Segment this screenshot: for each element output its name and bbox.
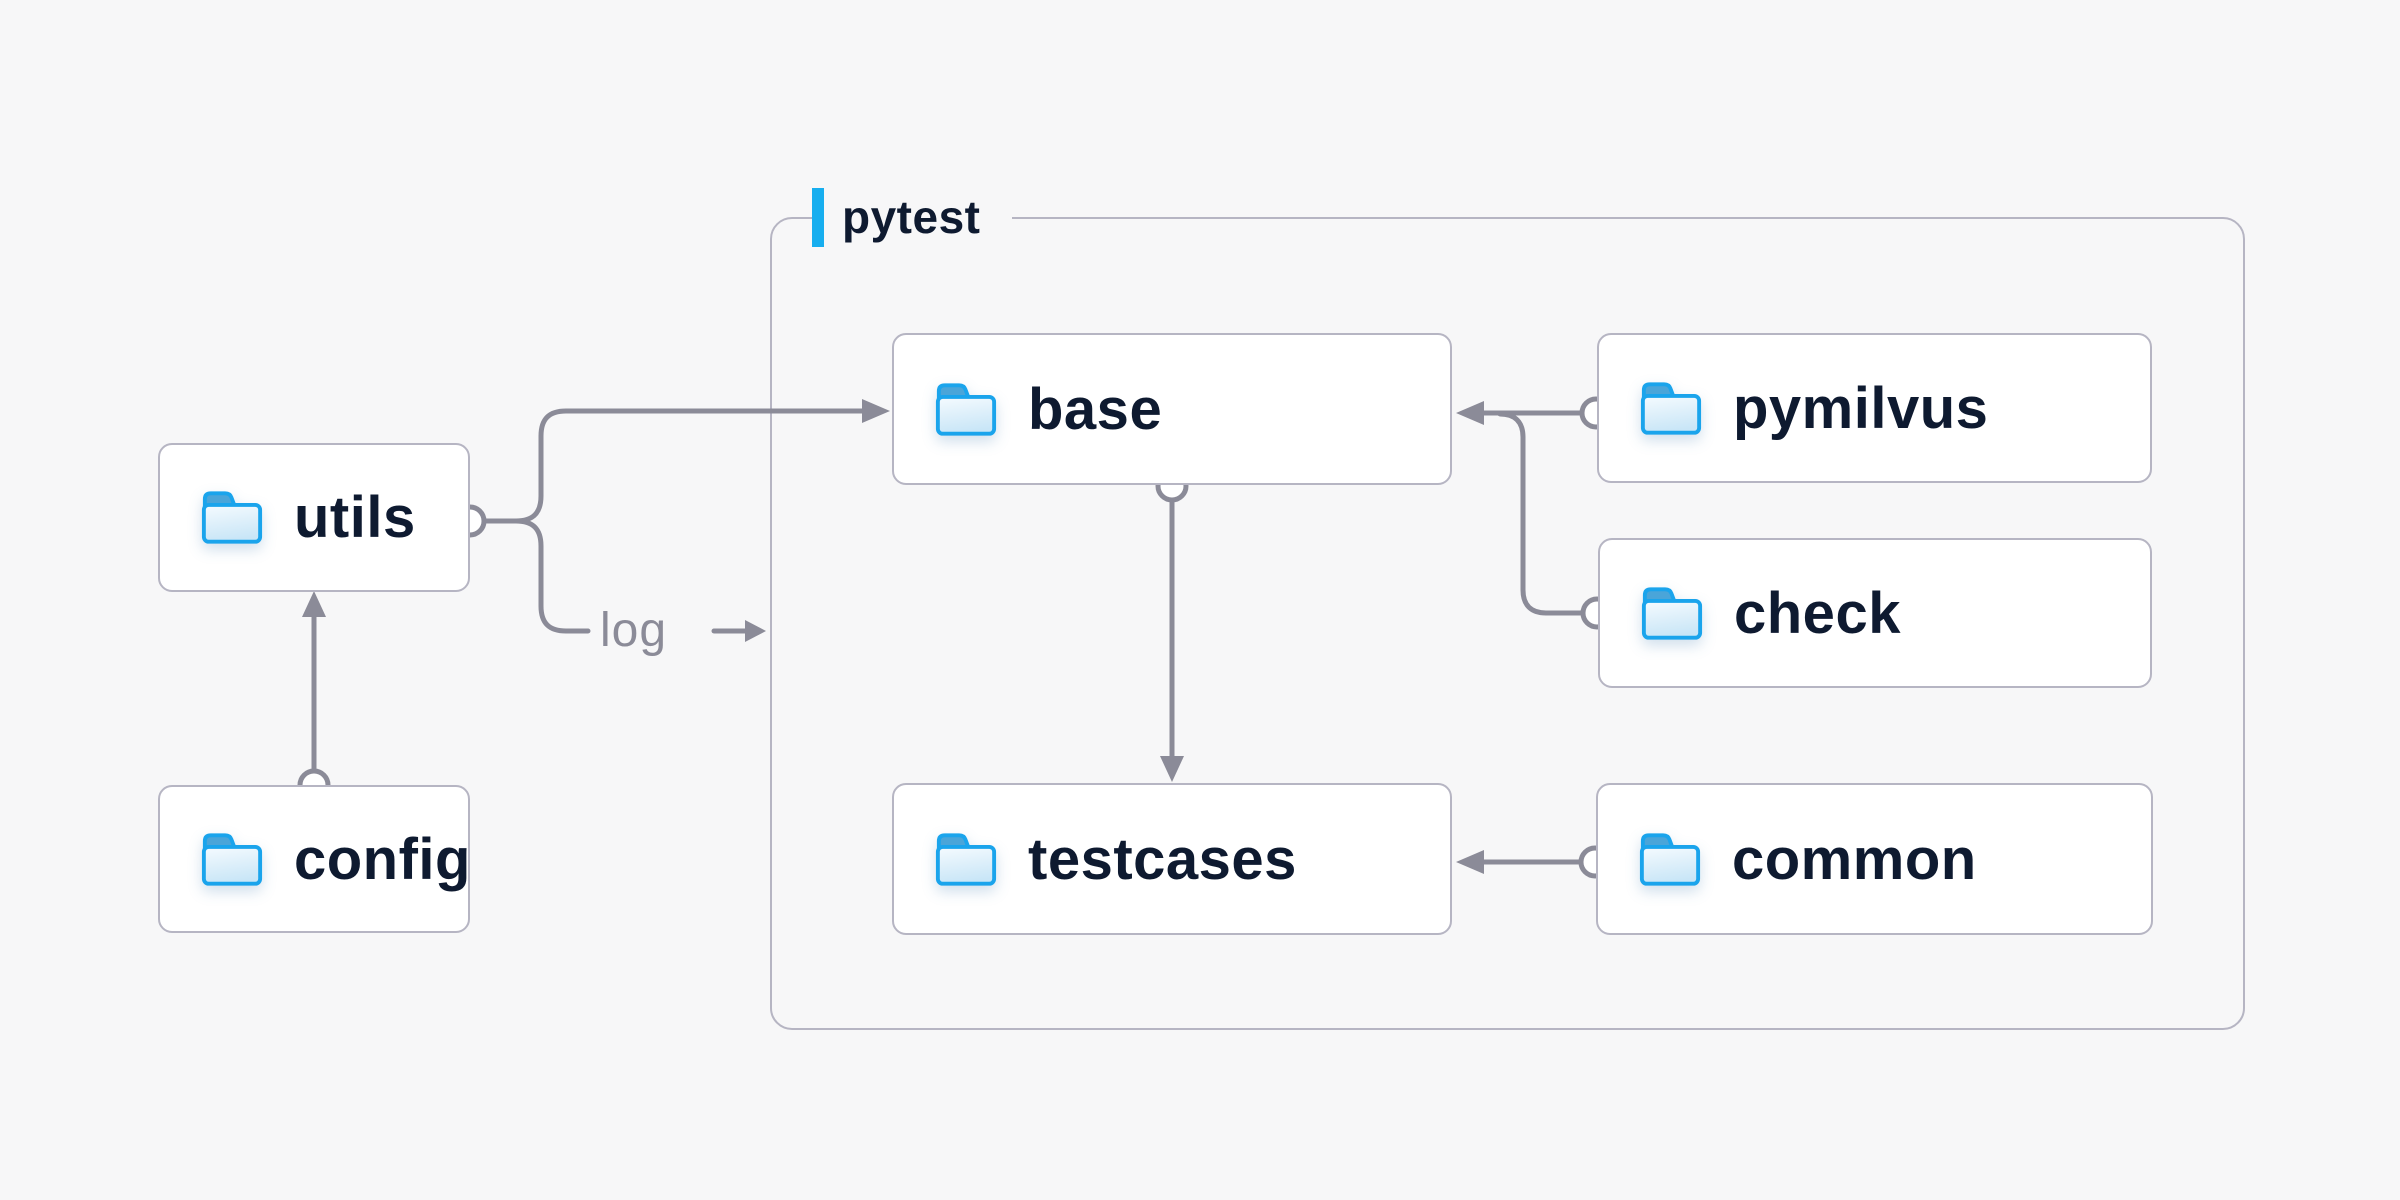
group-title: pytest [842, 191, 981, 243]
folder-icon [201, 832, 263, 886]
node-testcases: testcases [892, 783, 1452, 935]
edge-label-log: log [600, 604, 668, 657]
node-label: testcases [1028, 826, 1297, 892]
folder-icon [1641, 586, 1703, 640]
arrowhead-config-utils [302, 591, 326, 617]
arrowhead-log [745, 620, 766, 642]
edge-utils-log [513, 518, 591, 634]
node-base: base [892, 333, 1452, 485]
node-common: common [1596, 783, 2153, 935]
folder-icon [201, 491, 263, 544]
node-label: config [294, 826, 471, 892]
node-pymilvus: pymilvus [1597, 333, 2152, 483]
node-label: check [1734, 580, 1901, 646]
node-label: base [1028, 376, 1163, 442]
node-label: pymilvus [1733, 375, 1989, 441]
node-label: utils [294, 485, 416, 550]
node-label: common [1732, 826, 1977, 892]
node-config: config [158, 785, 470, 933]
node-utils: utils [158, 443, 470, 592]
pytest-group-container [770, 217, 2245, 1030]
accent-bar-icon [812, 187, 824, 247]
folder-icon [935, 382, 997, 436]
pytest-group-label: pytest [812, 186, 1012, 248]
folder-icon [935, 832, 997, 886]
folder-icon [1639, 832, 1701, 886]
folder-icon [1640, 381, 1702, 435]
node-check: check [1598, 538, 2152, 688]
